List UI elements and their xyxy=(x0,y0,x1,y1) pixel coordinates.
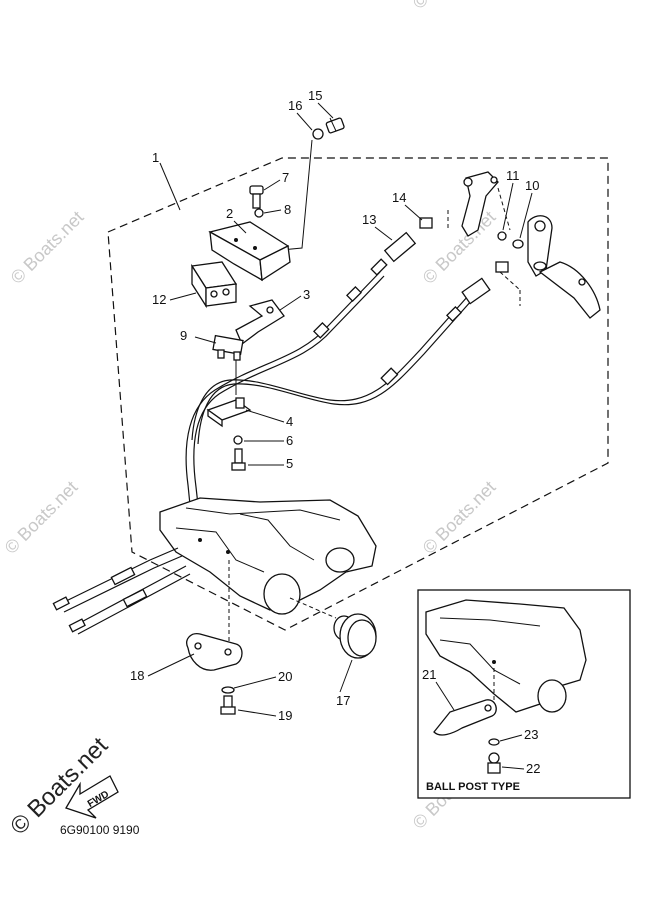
label-14: 14 xyxy=(392,190,406,205)
leader-11 xyxy=(502,182,514,231)
washer-6 xyxy=(233,435,243,445)
leader-17 xyxy=(339,659,353,693)
leader-23 xyxy=(499,734,523,742)
leader-18 xyxy=(147,653,195,677)
label-17: 17 xyxy=(336,693,350,708)
watermark-top-edge: © Boats.net xyxy=(409,0,490,13)
leader-12 xyxy=(169,292,197,301)
shift-linkage xyxy=(447,171,521,306)
leader-20 xyxy=(233,676,277,689)
label-1: 1 xyxy=(152,150,159,165)
washer-8 xyxy=(254,208,264,218)
holder-13 xyxy=(383,231,417,263)
bolt-19 xyxy=(220,695,236,715)
label-4: 4 xyxy=(286,414,293,429)
bushing-11 xyxy=(497,231,507,241)
clip-9 xyxy=(212,334,244,361)
label-2: 2 xyxy=(226,206,233,221)
label-9: 9 xyxy=(180,328,187,343)
plate-18 xyxy=(186,633,243,671)
washer-23 xyxy=(488,738,500,746)
leader-9 xyxy=(194,336,217,344)
label-23: 23 xyxy=(524,727,538,742)
label-7: 7 xyxy=(282,170,289,185)
bracket-2 xyxy=(208,221,291,282)
label-18: 18 xyxy=(130,668,144,683)
label-3: 3 xyxy=(303,287,310,302)
watermark-top-left: © Boats.net xyxy=(7,207,88,288)
diagram-code: 6G90100 9190 xyxy=(60,823,140,837)
leader-8 xyxy=(263,209,282,214)
ball-post-22 xyxy=(487,752,501,774)
label-5: 5 xyxy=(286,456,293,471)
label-16: 16 xyxy=(288,98,302,113)
leader-15 xyxy=(317,102,334,119)
bolt-5 xyxy=(231,448,246,471)
control-cables xyxy=(185,258,473,506)
label-21: 21 xyxy=(422,667,436,682)
label-12: 12 xyxy=(152,292,166,307)
lever-10 xyxy=(527,215,601,319)
cable-ends xyxy=(52,547,191,635)
control-box-body xyxy=(159,497,377,615)
bolt-7 xyxy=(249,185,264,209)
leader-16-down xyxy=(280,139,313,251)
leader-19 xyxy=(237,709,277,717)
clip-14 xyxy=(419,217,433,229)
watermark-mid-right: © Boats.net xyxy=(419,477,500,558)
block-12 xyxy=(190,261,238,309)
inset-ball-post-type: 21 23 22 BALL POST TYPE xyxy=(417,589,631,799)
leader-22 xyxy=(501,766,525,770)
label-22: 22 xyxy=(526,761,540,776)
label-10: 10 xyxy=(525,178,539,193)
leader-7 xyxy=(263,179,281,191)
leader-14 xyxy=(404,204,423,221)
washer-20 xyxy=(221,686,235,694)
leader-10 xyxy=(519,192,533,239)
leader-1 xyxy=(159,162,181,211)
label-15: 15 xyxy=(308,88,322,103)
label-8: 8 xyxy=(284,202,291,217)
bolt-15 xyxy=(325,117,345,134)
label-11: 11 xyxy=(506,168,520,183)
label-6: 6 xyxy=(286,433,293,448)
assembly-boundary xyxy=(107,157,609,631)
label-20: 20 xyxy=(278,669,292,684)
leader-3 xyxy=(279,295,302,311)
leader-16 xyxy=(296,112,313,131)
leader-13 xyxy=(374,226,393,241)
washer-16 xyxy=(312,128,324,140)
leader-21 xyxy=(435,681,455,711)
leader-4 xyxy=(245,409,285,423)
leader-2 xyxy=(233,220,247,234)
label-13: 13 xyxy=(362,212,376,227)
inset-title: BALL POST TYPE xyxy=(426,781,520,793)
plate-3 xyxy=(235,299,285,346)
label-19: 19 xyxy=(278,708,292,723)
bracket-4 xyxy=(206,397,252,428)
knob-17 xyxy=(289,597,377,659)
watermark-mid-left: © Boats.net xyxy=(1,477,82,558)
collar-10 xyxy=(512,239,524,249)
